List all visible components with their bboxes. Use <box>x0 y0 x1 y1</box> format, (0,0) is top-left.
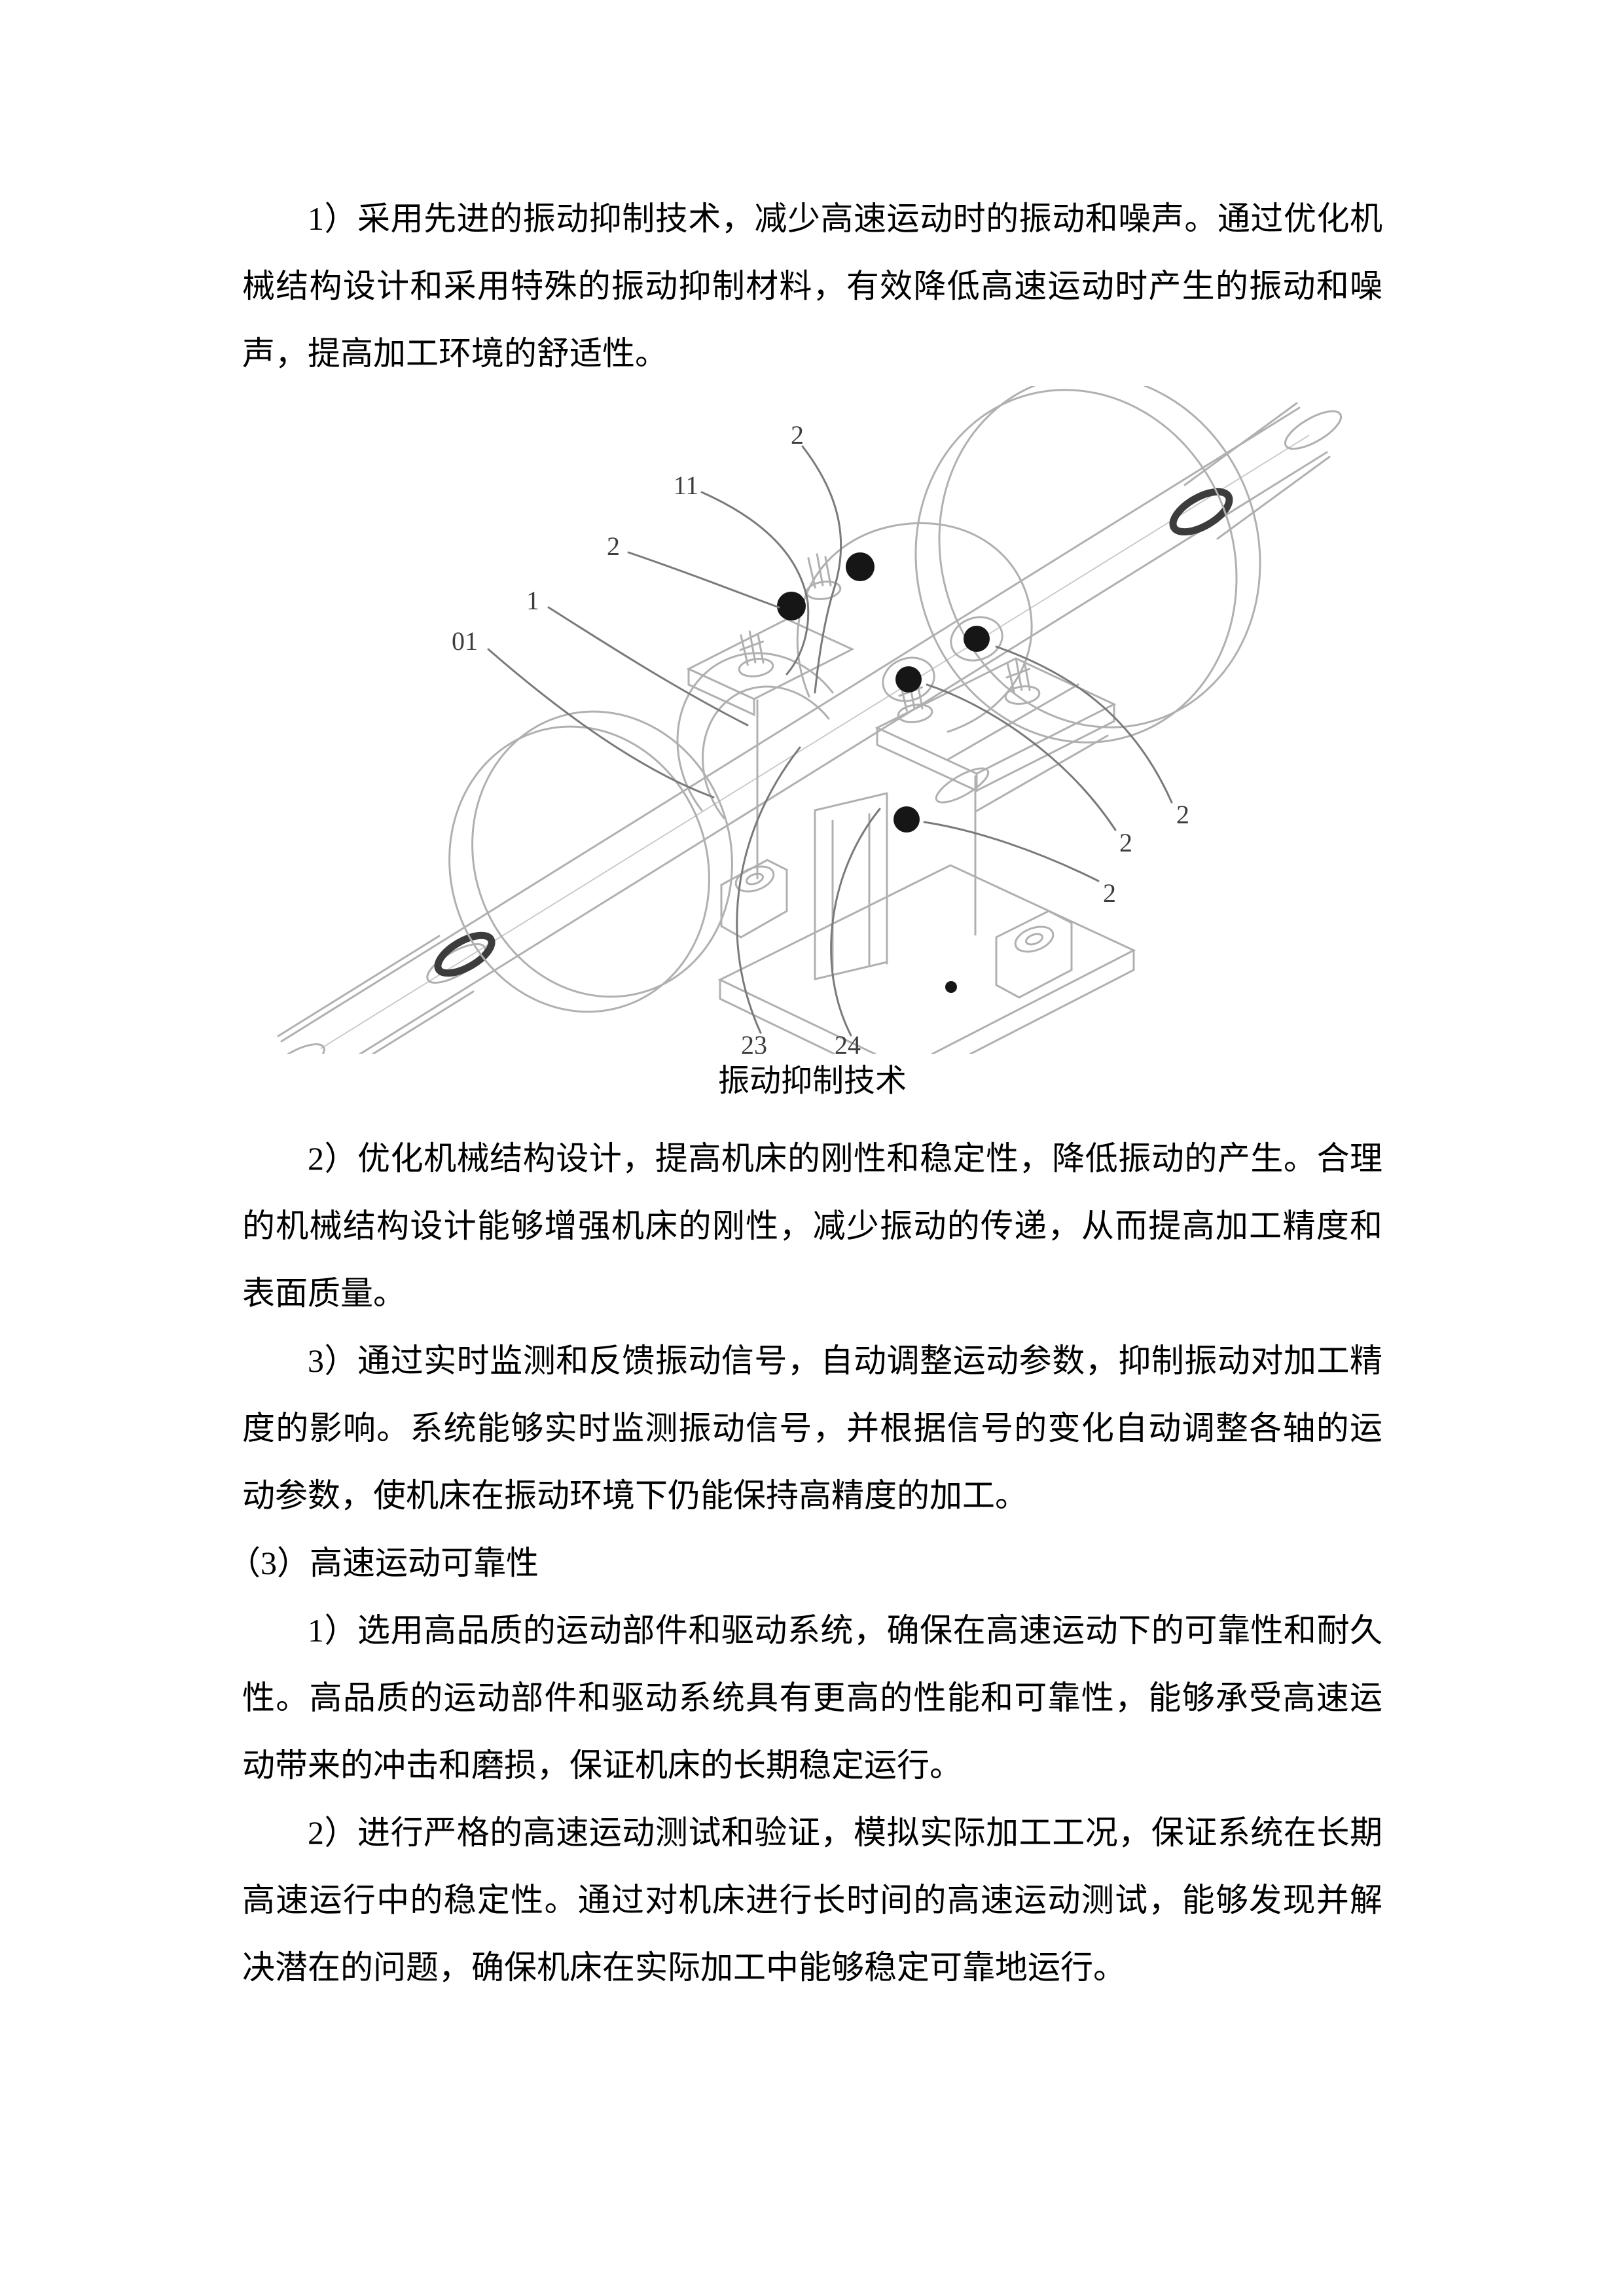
figure-vibration-suppression: 2 11 2 1 01 2 2 2 23 24 <box>262 374 1375 1093</box>
paragraph-3: 3）通过实时监测和反馈振动信号，自动调整运动参数，抑制振动对加工精度的影响。系统… <box>242 1342 1382 1514</box>
base-bolt-dot <box>945 981 957 993</box>
callout-label-2-top: 2 <box>791 420 804 450</box>
paragraph-1: 1）采用先进的振动抑制技术，减少高速运动时的振动和噪声。通过优化机械结构设计和采… <box>242 200 1382 372</box>
damper-dot <box>893 806 920 833</box>
damper-dot <box>777 592 806 620</box>
shaft-centerline <box>320 435 1310 1049</box>
paragraph-2: 2）优化机械结构设计，提高机床的刚性和稳定性，降低振动的产生。合理的机械结构设计… <box>242 1140 1382 1312</box>
right-disc <box>914 374 1261 744</box>
left-bearing-ring <box>434 931 496 977</box>
stud-cluster <box>738 630 774 677</box>
section-heading-3: （3）高速运动可靠性 <box>228 1545 539 1581</box>
shaft <box>265 402 1343 1093</box>
damper-dot <box>895 666 922 692</box>
paragraph-4: 1）选用高品质的运动部件和驱动系统，确保在高速运动下的可靠性和耐久性。高品质的运… <box>242 1612 1382 1784</box>
callout-label-2-left: 2 <box>607 531 620 561</box>
callout-label-2-right-b: 2 <box>1119 828 1132 857</box>
callout-leaders <box>487 445 1173 1037</box>
right-bearing-ring <box>1169 488 1233 536</box>
damper-dot <box>964 626 990 652</box>
pedestal-block <box>676 522 1136 1090</box>
callout-label-24: 24 <box>835 1030 861 1054</box>
callout-label-2-right-c: 2 <box>1103 878 1116 908</box>
callout-label-01: 01 <box>452 626 478 656</box>
callout-label-2-right-a: 2 <box>1176 800 1189 829</box>
paragraph-5: 2）进行严格的高速运动测试和验证，模拟实际加工工况，保证系统在长期高速运行中的稳… <box>242 1814 1382 1986</box>
shaft-sleeve <box>935 683 1109 812</box>
washer-ring <box>882 656 935 702</box>
callout-label-1: 1 <box>526 586 539 615</box>
left-disc <box>448 710 733 1013</box>
figure-caption: 振动抑制技术 <box>717 1064 907 1098</box>
damper-dot <box>846 552 875 581</box>
callout-label-11: 11 <box>674 471 699 500</box>
vibration-suppression-diagram: 2 11 2 1 01 2 2 2 23 24 <box>265 374 1343 1093</box>
stud-cluster <box>805 553 842 600</box>
callout-label-23: 23 <box>741 1030 767 1054</box>
washer-ring <box>950 616 1003 662</box>
stud-cluster <box>1004 658 1041 705</box>
